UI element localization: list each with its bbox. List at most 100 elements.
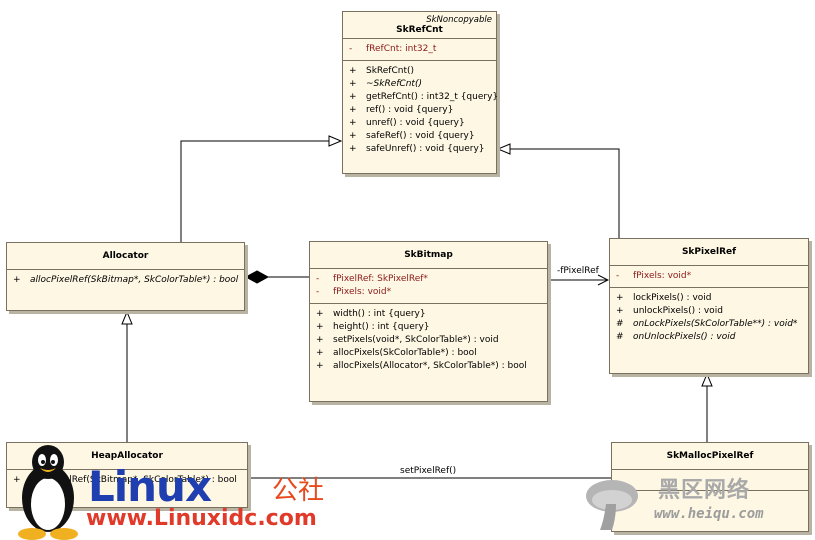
setpixelref-dependency-label: setPixelRef() xyxy=(400,466,457,476)
class-skrefcnt[interactable]: SkNoncopyable SkRefCnt - fRefCnt: int32_t… xyxy=(342,11,498,174)
operation-text: unref() : void {query} xyxy=(366,118,465,128)
heiqu-url-text: www.heiqu.com xyxy=(654,506,764,522)
skpixelref-generalization-line xyxy=(498,149,620,238)
attribute-text: fPixels: void* xyxy=(333,287,392,297)
operation-row: #onLockPixels(SkColorTable**) : void* xyxy=(616,318,802,331)
class-skpixelref-header: SkPixelRef xyxy=(610,239,808,266)
composition-diamond xyxy=(244,270,270,284)
operation-row: +setPixels(void*, SkColorTable*) : void xyxy=(316,334,541,347)
class-skrefcnt-operations: +SkRefCnt()+~SkRefCnt()+getRefCnt() : in… xyxy=(343,60,498,160)
linux-suffix-text: 公社 xyxy=(272,476,325,506)
operation-row: + allocPixels(Allocator*, SkColorTable*) … xyxy=(316,360,541,373)
visibility-marker: + xyxy=(13,275,21,285)
heiqu-brand-text: 黑区网络 xyxy=(658,478,751,503)
class-skrefcnt-stereotype: SkNoncopyable xyxy=(426,15,492,25)
visibility-marker: + xyxy=(349,79,357,89)
operation-row: + width() : int {query} xyxy=(316,308,541,321)
operation-text: allocPixels(Allocator*, SkColorTable*) :… xyxy=(333,361,527,371)
attribute-row: - fRefCnt: int32_t xyxy=(349,43,490,56)
visibility-marker: + xyxy=(349,92,357,102)
operation-row: + unref() : void {query} xyxy=(349,117,490,130)
linux-brand-text: Linux xyxy=(88,462,212,511)
class-skrefcnt-name: SkRefCnt xyxy=(396,25,443,35)
operation-text: allocPixels(SkColorTable*) : bool xyxy=(333,348,477,358)
operation-text: onUnlockPixels() : void xyxy=(633,332,736,342)
visibility-marker: + xyxy=(349,118,357,128)
operation-row: + ref() : void {query} xyxy=(349,104,490,117)
visibility-marker: + xyxy=(316,361,324,371)
visibility-marker: + xyxy=(616,293,624,303)
attribute-row: - fPixels: void* xyxy=(316,286,541,299)
operation-text: onLockPixels(SkColorTable**) : void* xyxy=(633,319,798,329)
operation-row: + safeUnref() : void {query} xyxy=(349,143,490,156)
visibility-marker: + xyxy=(349,144,357,154)
operation-text: ~SkRefCnt() xyxy=(366,79,422,89)
visibility-marker: # xyxy=(616,332,624,342)
operation-text: getRefCnt() : int32_t {query} xyxy=(366,92,499,102)
linuxidc-url-text: www.Linuxidc.com xyxy=(86,506,317,531)
class-skpixelref-name: SkPixelRef xyxy=(681,247,737,257)
visibility-marker: + xyxy=(349,131,357,141)
class-skmallocpixelref[interactable]: SkMallocPixelRef xyxy=(611,442,809,532)
attribute-text: fPixels: void* xyxy=(633,271,692,281)
attribute-row: - fPixels: void* xyxy=(616,270,802,283)
operation-row: # onUnlockPixels() : void xyxy=(616,331,802,344)
visibility-marker: - xyxy=(349,44,353,54)
visibility-marker: + xyxy=(316,322,324,332)
class-skpixelref-operations: +lockPixels() : void+ unlockPixels() : vo… xyxy=(610,287,808,348)
class-skpixelref[interactable]: SkPixelRef - fPixels: void* +lockPixels()… xyxy=(609,238,809,374)
operation-row: +lockPixels() : void xyxy=(616,292,802,305)
visibility-marker: + xyxy=(349,105,357,115)
operation-text: ref() : void {query} xyxy=(366,105,454,115)
visibility-marker: - xyxy=(316,287,320,297)
class-allocator-name: Allocator xyxy=(102,251,149,261)
operation-row: + ~SkRefCnt() xyxy=(349,78,490,91)
operation-row: + height() : int {query} xyxy=(316,321,541,334)
heiqu-mushroom-logo xyxy=(586,480,638,530)
class-heapallocator-name: HeapAllocator xyxy=(91,451,163,461)
operation-text: SkRefCnt() xyxy=(366,66,415,76)
operation-text: setPixels(void*, SkColorTable*) : void xyxy=(333,335,499,345)
operation-row: + allocPixelRef(SkBitmap*, SkColorTable*)… xyxy=(13,474,241,487)
visibility-marker: - xyxy=(316,274,320,284)
class-skbitmap-operations: + width() : int {query} + height() : int {q… xyxy=(310,303,547,377)
operation-text: allocPixelRef(SkBitmap*, SkColorTable*) … xyxy=(30,475,237,485)
class-skpixelref-attributes: - fPixels: void* xyxy=(610,266,808,287)
class-skbitmap[interactable]: SkBitmap - fPixelRef: SkPixelRef* - fPixels… xyxy=(309,241,548,402)
operation-text: width() : int {query} xyxy=(333,309,426,319)
operation-text: height() : int {query} xyxy=(333,322,430,332)
visibility-marker: + xyxy=(616,306,624,316)
operation-text: safeUnref() : void {query} xyxy=(366,144,485,154)
class-allocator-operations: + allocPixelRef(SkBitmap*, SkColorTable*)… xyxy=(7,270,244,291)
operation-row: + allocPixelRef(SkBitmap*, SkColorTable*)… xyxy=(13,274,238,287)
allocator-generalization-line xyxy=(180,141,341,242)
tux-penguin-logo xyxy=(18,445,78,540)
class-allocator[interactable]: Allocator + allocPixelRef(SkBitmap*, SkCo… xyxy=(6,242,245,311)
pixelref-association-label: -fPixelRef xyxy=(557,266,599,276)
operation-row: + getRefCnt() : int32_t {query} xyxy=(349,91,498,104)
class-skbitmap-attributes: - fPixelRef: SkPixelRef* - fPixels: void* xyxy=(310,269,547,303)
class-skmallocpixelref-name: SkMallocPixelRef xyxy=(666,451,754,461)
operation-row: + allocPixels(SkColorTable*) : bool xyxy=(316,347,541,360)
attribute-row: - fPixelRef: SkPixelRef* xyxy=(316,273,541,286)
operation-text: unlockPixels() : void xyxy=(633,306,723,316)
attribute-text: fRefCnt: int32_t xyxy=(366,44,437,54)
operation-row: + unlockPixels() : void xyxy=(616,305,802,318)
visibility-marker: + xyxy=(13,475,21,485)
visibility-marker: + xyxy=(316,309,324,319)
visibility-marker: + xyxy=(316,348,324,358)
operation-text: safeRef() : void {query} xyxy=(366,131,475,141)
attribute-text: fPixelRef: SkPixelRef* xyxy=(333,274,428,284)
operation-text: allocPixelRef(SkBitmap*, SkColorTable*) … xyxy=(30,275,239,285)
class-skrefcnt-attributes: - fRefCnt: int32_t xyxy=(343,39,496,60)
operation-row: + safeRef() : void {query} xyxy=(349,130,490,143)
class-skbitmap-name: SkBitmap xyxy=(404,250,453,260)
class-heapallocator-operations: + allocPixelRef(SkBitmap*, SkColorTable*)… xyxy=(7,470,247,491)
class-skmallocpixelref-operations xyxy=(612,490,808,511)
class-skbitmap-header: SkBitmap xyxy=(310,242,547,269)
class-allocator-header: Allocator xyxy=(7,243,244,270)
class-heapallocator-header: HeapAllocator xyxy=(7,443,247,470)
operation-row: +SkRefCnt() xyxy=(349,65,490,78)
class-skmallocpixelref-header: SkMallocPixelRef xyxy=(612,443,808,470)
visibility-marker: - xyxy=(616,271,620,281)
